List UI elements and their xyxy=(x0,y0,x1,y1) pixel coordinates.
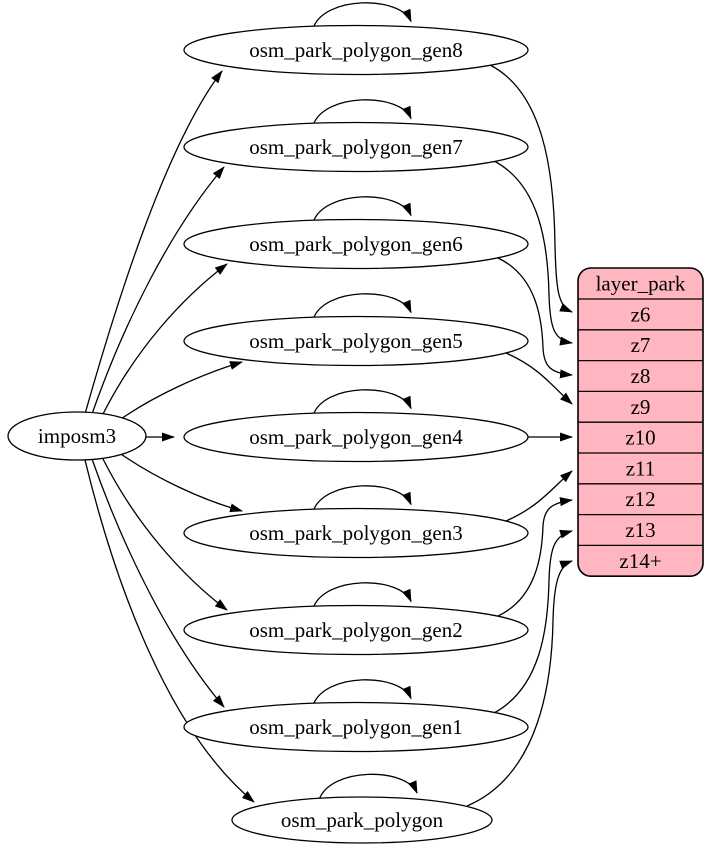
node-osm_park_polygon_gen8: osm_park_polygon_gen8 xyxy=(183,24,529,76)
edge-osm_park_polygon-to-z14plus xyxy=(466,560,573,807)
layer-row-z13: z13 xyxy=(625,518,655,542)
self-loop-osm_park_polygon_gen5 xyxy=(312,293,412,320)
node-osm_park_polygon_gen7: osm_park_polygon_gen7 xyxy=(183,121,529,173)
edge-osm_park_polygon_gen3-to-z11 xyxy=(505,470,573,522)
self-loop-osm_park_polygon_gen1 xyxy=(312,679,412,706)
node-ellipse-osm_park_polygon_gen4 xyxy=(183,411,529,463)
layer-row-z6: z6 xyxy=(631,302,651,326)
edge-osm_park_polygon_gen1-to-z13 xyxy=(493,529,573,714)
layer-row-z10: z10 xyxy=(625,426,655,450)
edge-imposm3-to-osm_park_polygon_gen3 xyxy=(117,451,243,513)
node-imposm3: imposm3 xyxy=(7,411,147,461)
node-label-imposm3: imposm3 xyxy=(38,424,116,448)
edge-osm_park_polygon_gen2-to-z12 xyxy=(497,497,573,617)
node-ellipse-osm_park_polygon_gen5 xyxy=(183,315,529,367)
node-label-osm_park_polygon_gen8: osm_park_polygon_gen8 xyxy=(249,38,462,62)
edge-imposm3-to-osm_park_polygon_gen7 xyxy=(91,166,225,415)
edge-imposm3-to-osm_park_polygon_gen6 xyxy=(101,263,228,417)
node-label-osm_park_polygon_gen5: osm_park_polygon_gen5 xyxy=(249,329,462,353)
node-ellipse-osm_park_polygon_gen7 xyxy=(183,121,529,173)
layer-row-z8: z8 xyxy=(631,364,651,388)
layer-node-title: layer_park xyxy=(596,272,686,296)
node-label-osm_park_polygon_gen2: osm_park_polygon_gen2 xyxy=(249,618,462,642)
node-label-osm_park_polygon_gen4: osm_park_polygon_gen4 xyxy=(249,425,463,449)
node-ellipse-osm_park_polygon_gen2 xyxy=(183,604,529,656)
node-ellipse-osm_park_polygon_gen6 xyxy=(183,218,529,270)
node-label-osm_park_polygon_gen3: osm_park_polygon_gen3 xyxy=(249,521,462,545)
layer-row-z14plus: z14+ xyxy=(619,549,661,573)
node-osm_park_polygon_gen4: osm_park_polygon_gen4 xyxy=(183,411,529,463)
node-osm_park_polygon_gen6: osm_park_polygon_gen6 xyxy=(183,218,529,270)
node-ellipse-imposm3 xyxy=(7,411,147,461)
node-ellipse-osm_park_polygon xyxy=(231,796,493,844)
node-label-osm_park_polygon: osm_park_polygon xyxy=(281,808,444,832)
layer-row-z9: z9 xyxy=(631,395,651,419)
edge-osm_park_polygon_gen8-to-z6 xyxy=(489,64,573,313)
self-loop-osm_park_polygon_gen3 xyxy=(312,485,412,512)
self-loop-osm_park_polygon xyxy=(318,773,418,801)
layer-row-z7: z7 xyxy=(631,333,651,357)
self-loop-osm_park_polygon_gen8 xyxy=(312,2,412,29)
edge-imposm3-to-osm_park_polygon_gen8 xyxy=(84,70,223,415)
self-loop-osm_park_polygon_gen7 xyxy=(312,99,412,126)
edge-imposm3-to-osm_park_polygon_gen1 xyxy=(91,458,225,708)
edge-osm_park_polygon_gen7-to-z7 xyxy=(493,160,573,346)
node-osm_park_polygon: osm_park_polygon xyxy=(231,796,493,844)
self-loop-osm_park_polygon_gen6 xyxy=(312,196,412,223)
node-label-osm_park_polygon_gen7: osm_park_polygon_gen7 xyxy=(249,135,462,159)
node-osm_park_polygon_gen3: osm_park_polygon_gen3 xyxy=(183,507,529,559)
edge-imposm3-to-osm_park_polygon_gen5 xyxy=(117,361,243,422)
layer-row-z12: z12 xyxy=(625,487,655,511)
edge-osm_park_polygon_gen5-to-z9 xyxy=(505,352,573,405)
node-label-osm_park_polygon_gen1: osm_park_polygon_gen1 xyxy=(249,715,462,739)
node-ellipse-osm_park_polygon_gen1 xyxy=(183,701,529,753)
node-osm_park_polygon_gen2: osm_park_polygon_gen2 xyxy=(183,604,529,656)
node-osm_park_polygon_gen1: osm_park_polygon_gen1 xyxy=(183,701,529,753)
node-layer_park: layer_park z6 z7 z8 z9 z10 z11 z12 z13 z14+ xyxy=(577,267,704,578)
edge-imposm3-to-osm_park_polygon xyxy=(84,459,255,803)
self-loop-osm_park_polygon_gen4 xyxy=(312,389,412,416)
node-osm_park_polygon_gen5: osm_park_polygon_gen5 xyxy=(183,315,529,367)
node-ellipse-osm_park_polygon_gen3 xyxy=(183,507,529,559)
node-label-osm_park_polygon_gen6: osm_park_polygon_gen6 xyxy=(249,232,462,256)
edge-imposm3-to-osm_park_polygon_gen2 xyxy=(101,456,228,611)
node-ellipse-osm_park_polygon_gen8 xyxy=(183,24,529,76)
self-loop-osm_park_polygon_gen2 xyxy=(312,582,412,609)
edge-osm_park_polygon_gen6-to-z8 xyxy=(497,257,573,379)
layer-row-z11: z11 xyxy=(626,456,656,480)
